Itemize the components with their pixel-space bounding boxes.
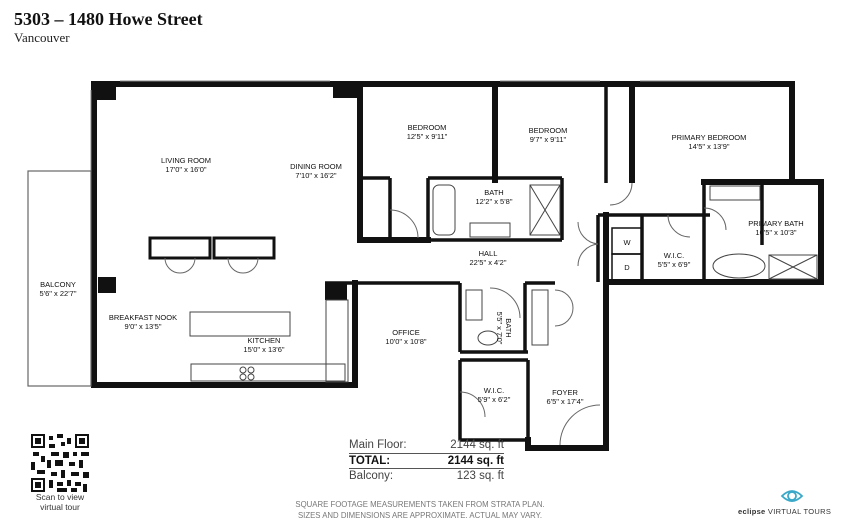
breakfast-nook-dim: 9'0" x 13'5" (125, 322, 162, 331)
primary-bath-name: PRIMARY BATH (748, 219, 803, 228)
qr-caption-line-1: Scan to view (35, 492, 85, 502)
foyer-dim: 6'5" x 17'4" (547, 397, 584, 406)
primary-bedroom-dim: 14'5" x 13'9" (688, 142, 729, 151)
bedroom-2-dim: 9'7" x 9'11" (530, 135, 567, 144)
hall-dim: 22'5" x 4'2" (470, 258, 507, 267)
brand-name-bold: eclipse (738, 507, 766, 516)
total-label: TOTAL: (349, 455, 391, 467)
wic-primary-name: W.I.C. (664, 251, 684, 260)
washer-label: W (623, 238, 631, 247)
bath-2-name: BATH (504, 318, 513, 337)
living-room-name: LIVING ROOM (161, 156, 211, 165)
dining-room-name: DINING ROOM (290, 162, 342, 171)
balcony-outline (27, 170, 92, 387)
main-floor-value: 2144 sq. ft (450, 439, 504, 451)
balcony-value: 123 sq. ft (456, 470, 504, 482)
kitchen-name: KITCHEN (248, 336, 281, 345)
qr-caption-line-2: virtual tour (40, 502, 80, 512)
balcony-label: Balcony: (349, 470, 394, 482)
bath-fixtures (432, 184, 818, 346)
wic-primary-dim: 5'5" x 6'9" (658, 260, 691, 269)
breakfast-nook-name: BREAKFAST NOOK (109, 313, 177, 322)
main-floor-label: Main Floor: (349, 439, 407, 451)
primary-bedroom-name: PRIMARY BEDROOM (672, 133, 747, 142)
disclaimer-line-1: SQUARE FOOTAGE MEASUREMENTS TAKEN FROM S… (295, 500, 545, 509)
qr-caption: Scan to view virtual tour (18, 492, 102, 512)
total-value: 2144 sq. ft (447, 455, 504, 467)
hall-name: HALL (479, 249, 498, 258)
bedroom-1-dim: 12'5" x 9'11" (407, 132, 448, 141)
bath-dim: 12'2" x 5'8" (476, 197, 513, 206)
door-swings (164, 182, 727, 446)
brand-name-rest: VIRTUAL TOURS (765, 507, 832, 516)
eclipse-logo-icon (780, 490, 804, 502)
bath-name: BATH (484, 188, 503, 197)
qr-code-icon[interactable] (31, 434, 89, 492)
dryer-label: D (624, 263, 630, 272)
bedroom-1-name: BEDROOM (408, 123, 447, 132)
laundry (611, 227, 643, 281)
kitchen-fixtures (189, 299, 349, 383)
structural-columns (94, 84, 357, 300)
summary-rule-1 (349, 453, 504, 454)
bath-2-dim: 5'5" x 7'0" (495, 312, 504, 345)
office-name: OFFICE (392, 328, 420, 337)
wic-2-dim: 5'9" x 6'2" (478, 395, 511, 404)
brand-name: eclipse VIRTUAL TOURS (738, 507, 831, 516)
wic-2-name: W.I.C. (484, 386, 504, 395)
primary-bath-dim: 10'5" x 10'3" (755, 228, 796, 237)
property-city: Vancouver (14, 30, 70, 45)
balcony-name: BALCONY (40, 280, 76, 289)
dining-room-dim: 7'10" x 16'2" (295, 171, 336, 180)
bedroom-2-name: BEDROOM (529, 126, 568, 135)
foyer-name: FOYER (552, 388, 578, 397)
kitchen-dim: 15'0" x 13'6" (243, 345, 284, 354)
balcony-dim: 5'6" x 22'7" (40, 289, 77, 298)
summary-rule-2 (349, 468, 504, 469)
living-room-dim: 17'0" x 16'0" (165, 165, 206, 174)
property-title: 5303 – 1480 Howe Street (14, 9, 203, 29)
disclaimer-line-2: SIZES AND DIMENSIONS ARE APPROXIMATE. AC… (297, 511, 543, 520)
living-closets (148, 236, 276, 260)
office-dim: 10'0" x 10'8" (385, 337, 426, 346)
